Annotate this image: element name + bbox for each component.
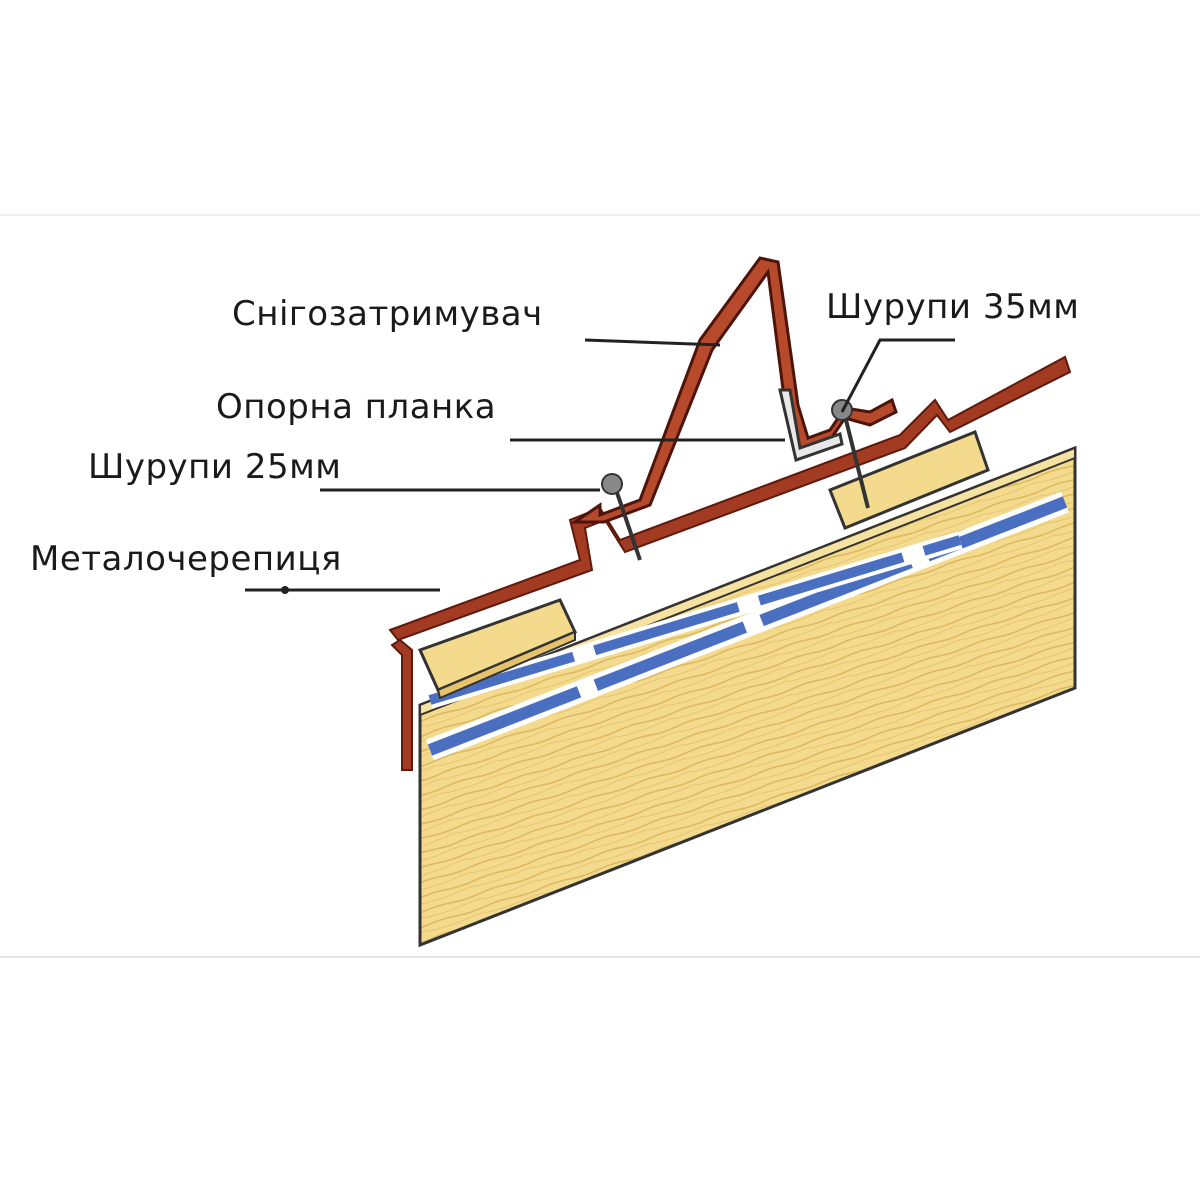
leader-metal-tile-dot — [281, 586, 289, 594]
eave-drip — [390, 638, 413, 771]
label-support-bar: Опорна планка — [216, 387, 496, 427]
rafter-board — [418, 445, 1077, 948]
screw-25mm — [601, 473, 642, 561]
leader-screws-35 — [840, 338, 955, 413]
label-snow-guard: Снігозатримувач — [232, 294, 543, 334]
support-bar-profile — [778, 388, 844, 462]
batten-lower-front — [436, 630, 576, 700]
label-screws-25: Шурупи 25мм — [88, 447, 341, 487]
snow-guard-profile — [570, 256, 898, 524]
batten-upper — [828, 430, 990, 530]
label-metal-tile: Металочерепиця — [30, 539, 342, 579]
label-screws-35: Шурупи 35мм — [826, 287, 1079, 327]
waterproof-membrane — [425, 491, 1070, 761]
leader-snow-guard — [584, 338, 721, 347]
